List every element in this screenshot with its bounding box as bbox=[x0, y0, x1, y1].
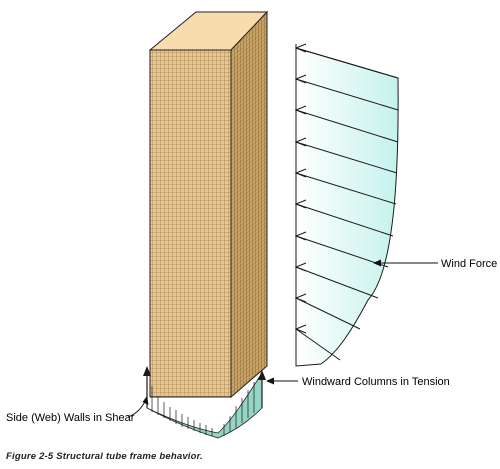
wind-arrow-shaft bbox=[295, 328, 341, 361]
building-tube bbox=[148, 10, 269, 399]
figure-caption: Figure 2-5 Structural tube frame behavio… bbox=[6, 451, 203, 462]
wind-arrow-shaft bbox=[295, 141, 398, 174]
wind-force-diagram bbox=[294, 43, 399, 367]
wind-force-area bbox=[295, 47, 399, 367]
tension-arrow-left-icon bbox=[143, 366, 151, 376]
windward-columns-leader-arrow-icon bbox=[266, 377, 274, 385]
wind-arrow-shaft bbox=[295, 235, 389, 268]
wind-force-label: Wind Force bbox=[441, 258, 497, 270]
wind-arrow-shaft bbox=[295, 266, 379, 299]
building-front-face bbox=[149, 49, 232, 398]
side-walls-label: Side (Web) Walls in Shear bbox=[6, 412, 135, 424]
web-wall-shear-hatch bbox=[151, 382, 255, 436]
building-side-face bbox=[230, 10, 268, 399]
wind-arrow-shaft bbox=[295, 109, 399, 143]
wind-arrow-shaft bbox=[295, 203, 394, 237]
wind-arrows bbox=[294, 43, 399, 366]
wind-arrow-shaft bbox=[295, 78, 399, 111]
windward-columns-label: Windward Columns in Tension bbox=[302, 376, 450, 388]
wind-arrow-shaft bbox=[295, 47, 399, 79]
side-walls-leader-arrow-icon bbox=[142, 396, 149, 405]
wind-arrow-shaft bbox=[295, 297, 361, 330]
wind-force-leader-arrow-icon bbox=[373, 259, 381, 267]
leader-lines bbox=[127, 259, 438, 418]
tension-arrow-icon bbox=[258, 370, 266, 380]
wind-arrow-shaft bbox=[295, 172, 397, 205]
